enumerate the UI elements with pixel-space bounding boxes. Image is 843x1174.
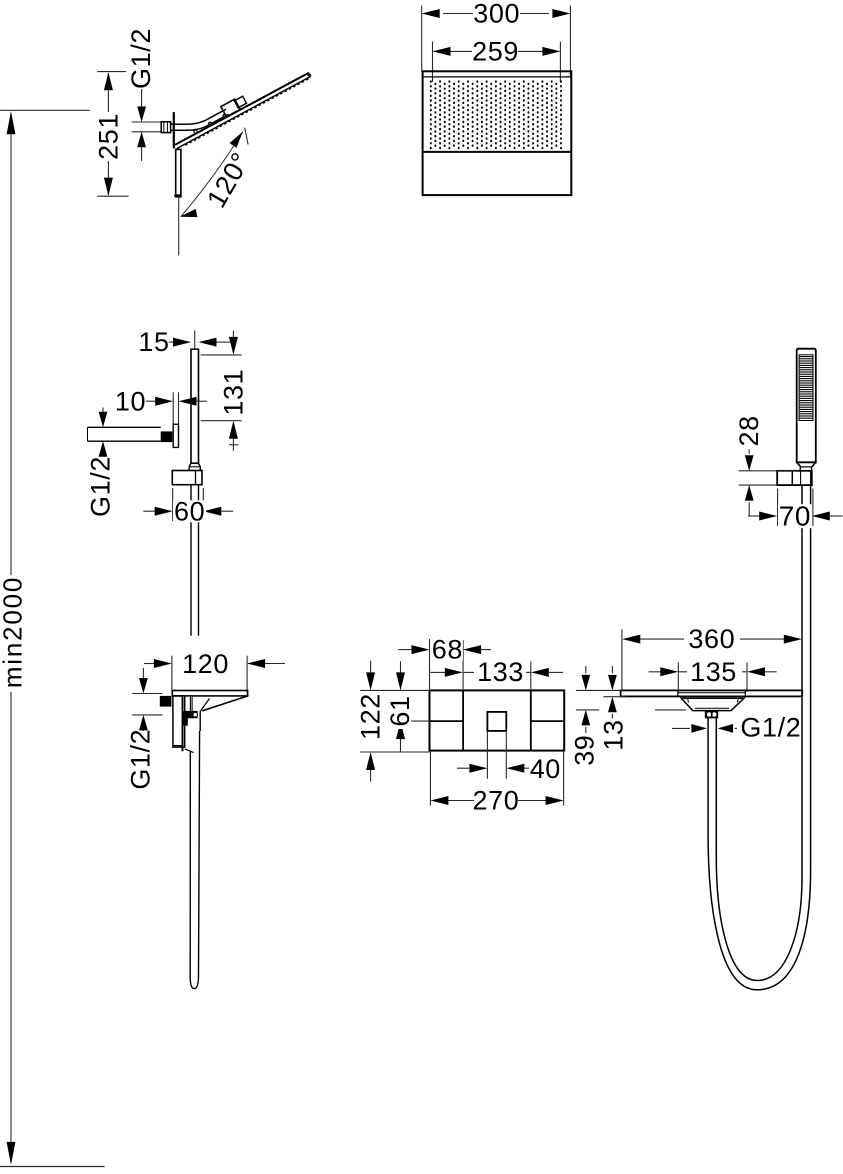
- svg-text:15: 15: [138, 327, 169, 357]
- svg-text:G1/2: G1/2: [125, 729, 155, 790]
- svg-text:min2000: min2000: [0, 576, 27, 688]
- svg-text:G1/2: G1/2: [740, 713, 801, 743]
- svg-text:133: 133: [477, 657, 524, 687]
- svg-text:28: 28: [734, 415, 764, 446]
- svg-text:G1/2: G1/2: [126, 28, 156, 89]
- svg-text:131: 131: [218, 369, 248, 416]
- svg-text:135: 135: [690, 657, 737, 687]
- svg-text:259: 259: [472, 36, 519, 66]
- svg-text:122: 122: [355, 693, 385, 740]
- svg-text:270: 270: [472, 786, 519, 816]
- svg-text:70: 70: [779, 501, 811, 532]
- svg-text:61: 61: [385, 695, 415, 726]
- svg-text:13: 13: [599, 719, 629, 750]
- svg-text:40: 40: [530, 754, 561, 784]
- svg-text:39: 39: [570, 735, 600, 766]
- svg-text:120: 120: [182, 649, 229, 679]
- svg-text:60: 60: [174, 496, 205, 526]
- svg-text:300: 300: [473, 0, 520, 29]
- svg-text:G1/2: G1/2: [85, 456, 115, 517]
- svg-text:251: 251: [93, 113, 123, 160]
- svg-text:360: 360: [688, 624, 735, 654]
- svg-text:10: 10: [115, 386, 146, 416]
- svg-text:68: 68: [432, 635, 463, 665]
